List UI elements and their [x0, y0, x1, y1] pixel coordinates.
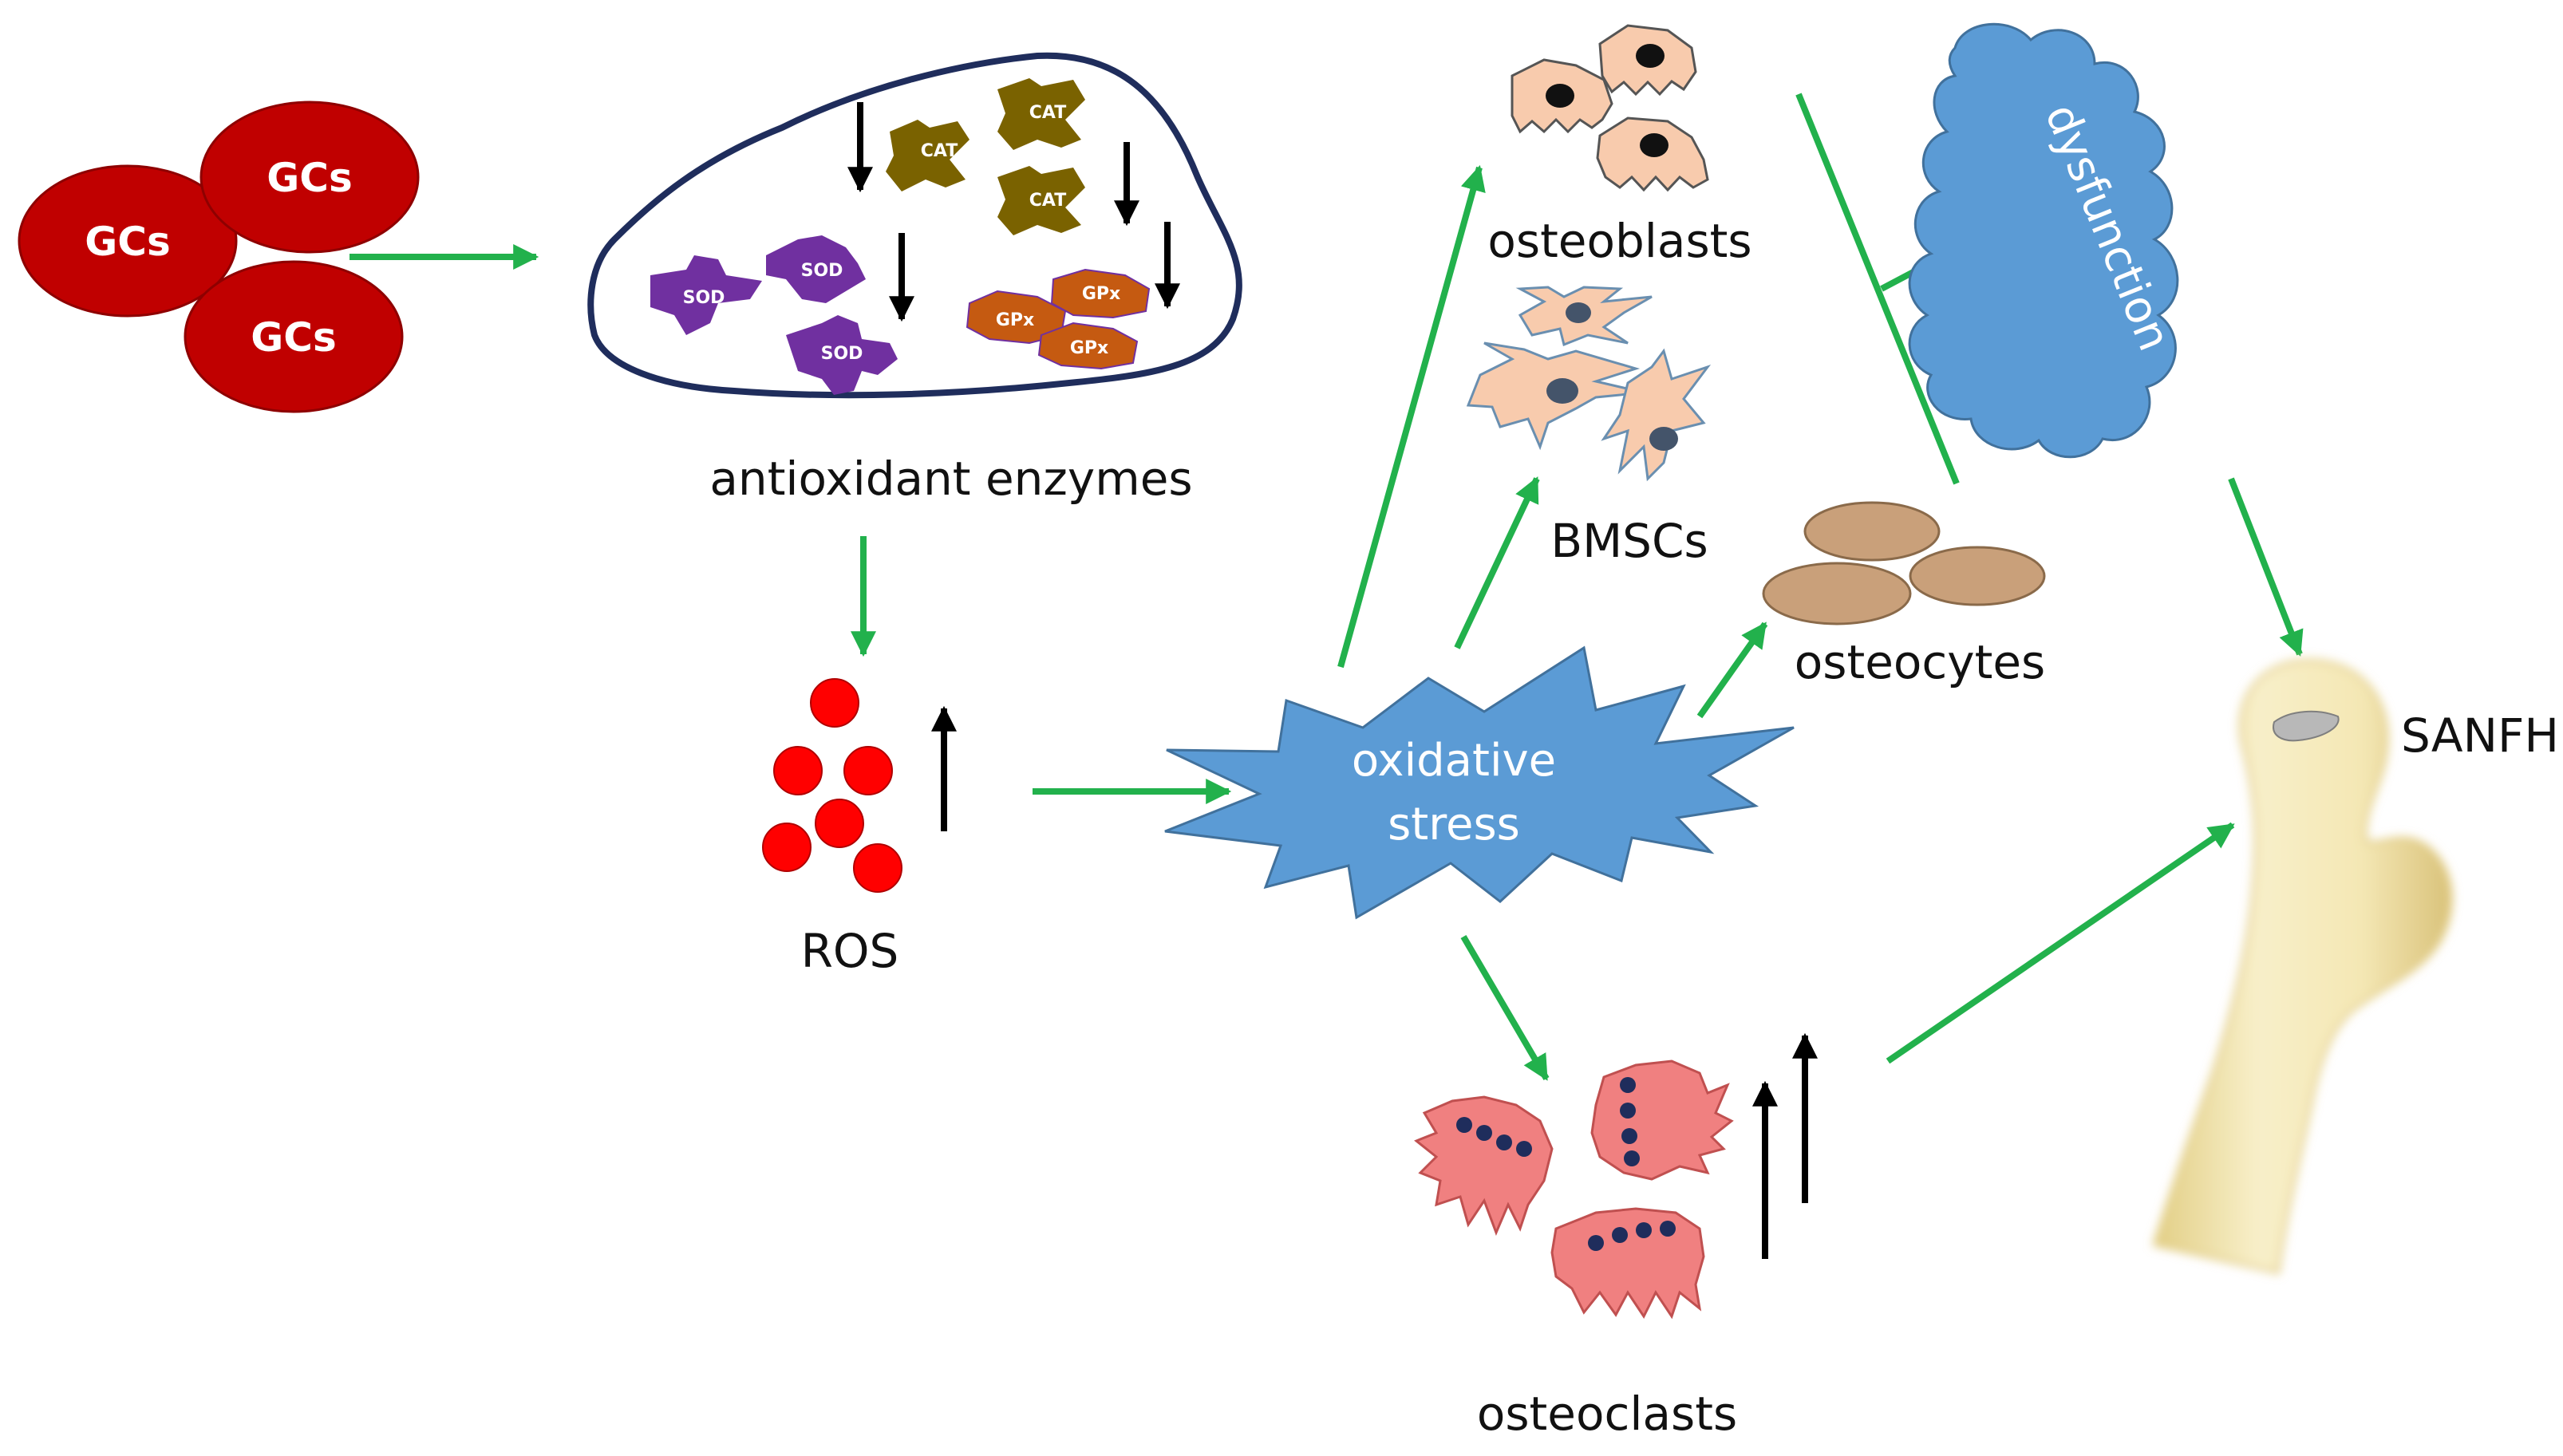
- cell-nucleus: [1612, 1227, 1628, 1243]
- osteocyte-cell: [1909, 546, 2046, 606]
- gpx-enzyme: [1037, 322, 1139, 370]
- cell-nucleus: [1496, 1134, 1512, 1150]
- cell-nucleus: [1456, 1117, 1472, 1133]
- gpx-label: GPx: [1082, 284, 1120, 304]
- arrow-to-osteoblasts: [1337, 164, 1486, 669]
- cell-nucleus: [1546, 378, 1578, 404]
- osteoclast-cell: [1414, 1095, 1554, 1237]
- sod-label: SOD: [821, 344, 863, 364]
- oxidative-stress-burst: oxidative stress: [1164, 645, 1795, 920]
- osteocytes-group: [1762, 501, 2046, 625]
- dysfunction-shape: [1908, 22, 2179, 459]
- osteocyte-cell: [1803, 501, 1941, 562]
- ros-dot: [762, 823, 812, 872]
- gcs-label: GCs: [85, 219, 171, 265]
- arrow-to-osteocytes: [1696, 621, 1768, 719]
- gpx-label: GPx: [996, 310, 1034, 330]
- osteoclast-cell: [1590, 1059, 1734, 1181]
- cat-label: CAT: [1029, 103, 1066, 123]
- arrow-to-bmscs: [1454, 476, 1540, 649]
- dysfunction-cloud: dysfunction: [1908, 22, 2180, 459]
- femur-shape: [2152, 658, 2453, 1275]
- cell-nucleus: [1624, 1150, 1640, 1166]
- arrow-dysfunction-to-sanfh: [2228, 477, 2304, 657]
- ros-dot: [810, 678, 859, 728]
- cell-nucleus: [1566, 302, 1591, 323]
- gc-cell: [18, 164, 238, 318]
- osteoblasts-label: osteoblasts: [1487, 214, 1751, 268]
- cell-nucleus: [1588, 1235, 1604, 1251]
- ros-cluster: [762, 678, 902, 893]
- cell-nucleus: [1620, 1077, 1636, 1093]
- cell-nucleus: [1649, 427, 1678, 451]
- antioxidant-enzymes-label: antioxidant enzymes: [709, 452, 1192, 506]
- arrow-to-osteoclasts: [1460, 934, 1550, 1081]
- arrow-osteoclasts-to-sanfh: [1886, 822, 2235, 1064]
- gcs-label: GCs: [251, 314, 337, 361]
- cell-nucleus: [1476, 1125, 1492, 1141]
- ros-dot: [773, 746, 823, 795]
- sod-label: SOD: [801, 261, 843, 281]
- osteoclast-cell: [1550, 1207, 1705, 1320]
- sod-enzyme: [650, 255, 762, 335]
- cell-nucleus: [1660, 1221, 1676, 1237]
- cat-label: CAT: [1029, 191, 1066, 211]
- cat-label: CAT: [921, 141, 958, 161]
- osteoblasts-group: [1511, 24, 1709, 192]
- antioxidant-enzyme-cell: CAT CAT CAT SOD SOD SOD GPx GPx GPx: [587, 52, 1242, 399]
- cell-nucleus: [1516, 1141, 1532, 1157]
- ros-dot: [853, 843, 902, 893]
- ros-label: ROS: [801, 924, 899, 978]
- oxidative-label: oxidative: [1352, 735, 1556, 787]
- osteoclasts-label: osteoclasts: [1477, 1387, 1737, 1441]
- line-osteoblasts-osteocytes: [1795, 93, 1960, 485]
- cat-enzyme: [997, 78, 1085, 150]
- cell-nucleus: [1636, 1222, 1652, 1238]
- gcs-label: GCs: [267, 155, 353, 201]
- cell-nucleus: [1546, 84, 1574, 108]
- necrosis-area: [2273, 710, 2340, 742]
- cat-enzyme: [997, 166, 1085, 235]
- sod-enzyme: [766, 235, 866, 303]
- gc-cell: [184, 260, 404, 413]
- sod-label: SOD: [683, 288, 725, 308]
- cell-nucleus: [1636, 44, 1665, 68]
- osteocyte-cell: [1762, 562, 1912, 625]
- cell-membrane: [587, 52, 1242, 399]
- bmscs-group: [1466, 286, 1712, 482]
- gcs-cluster: GCs GCs GCs: [18, 101, 420, 413]
- osteocytes-label: osteocytes: [1795, 635, 2045, 689]
- cell-nucleus: [1621, 1128, 1637, 1144]
- gpx-label: GPx: [1070, 338, 1108, 358]
- osteoclasts-group: [1414, 1059, 1734, 1320]
- femur-bone: [2152, 658, 2453, 1275]
- bmscs-label: BMSCs: [1550, 514, 1708, 568]
- ros-dot: [815, 799, 864, 848]
- stress-label: stress: [1388, 799, 1520, 850]
- cell-nucleus: [1620, 1103, 1636, 1119]
- gpx-enzyme: [1050, 268, 1151, 319]
- gc-cell: [199, 101, 420, 254]
- sanfh-label: SANFH: [2401, 708, 2559, 763]
- sod-enzyme: [786, 315, 898, 395]
- ros-dot: [843, 746, 893, 795]
- oxidative-stress-shape: [1164, 645, 1795, 920]
- cell-nucleus: [1640, 133, 1669, 157]
- cat-enzyme: [886, 120, 970, 191]
